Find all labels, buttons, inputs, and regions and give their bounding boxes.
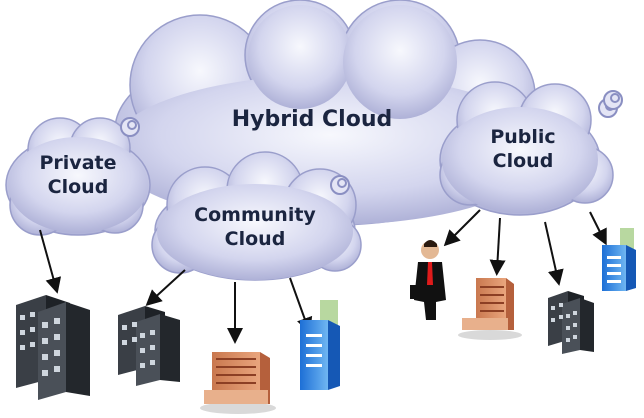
arrow-public-1 [443, 209, 481, 247]
private-cloud-line2: Cloud [47, 175, 109, 198]
private-cloud-line1: Private [39, 152, 117, 174]
private-office-building-icon [16, 295, 90, 400]
community-cloud-line1: Community [194, 204, 316, 226]
arrow-community-1 [145, 269, 186, 307]
arrow-public-2 [489, 217, 506, 276]
community-cloud-label: Community Cloud [180, 204, 330, 252]
arrow-private [39, 229, 62, 294]
public-cloud-label: Public Cloud [478, 126, 568, 174]
hybrid-cloud-label: Hybrid Cloud [222, 106, 402, 134]
private-cloud-label: Private Cloud [28, 152, 128, 200]
arrow-community-3 [289, 277, 313, 334]
arrow-public-3 [544, 221, 564, 286]
public-cloud-line1: Public [490, 126, 556, 148]
public-cloud-line2: Cloud [492, 149, 554, 172]
public-office-building-icon [548, 291, 594, 354]
public-cloud-shape [439, 81, 614, 216]
private-cloud-shape [5, 117, 151, 236]
community-blue-building-icon [300, 300, 340, 390]
community-cloud-shape [151, 151, 362, 281]
private-cloud-swirl [120, 117, 140, 137]
public-blue-building-icon [602, 228, 636, 291]
community-brick-building-icon [200, 352, 276, 414]
hybrid-cloud-title: Hybrid Cloud [231, 107, 393, 132]
arrow-public-4 [589, 211, 607, 246]
arrows [39, 209, 607, 344]
public-brick-building-icon [458, 278, 522, 340]
community-cloud-line2: Cloud [224, 227, 286, 250]
businessman-icon [410, 240, 446, 320]
public-cloud-swirl [603, 90, 623, 110]
community-cloud-swirl [330, 175, 350, 195]
community-office-building-icon [118, 306, 180, 386]
